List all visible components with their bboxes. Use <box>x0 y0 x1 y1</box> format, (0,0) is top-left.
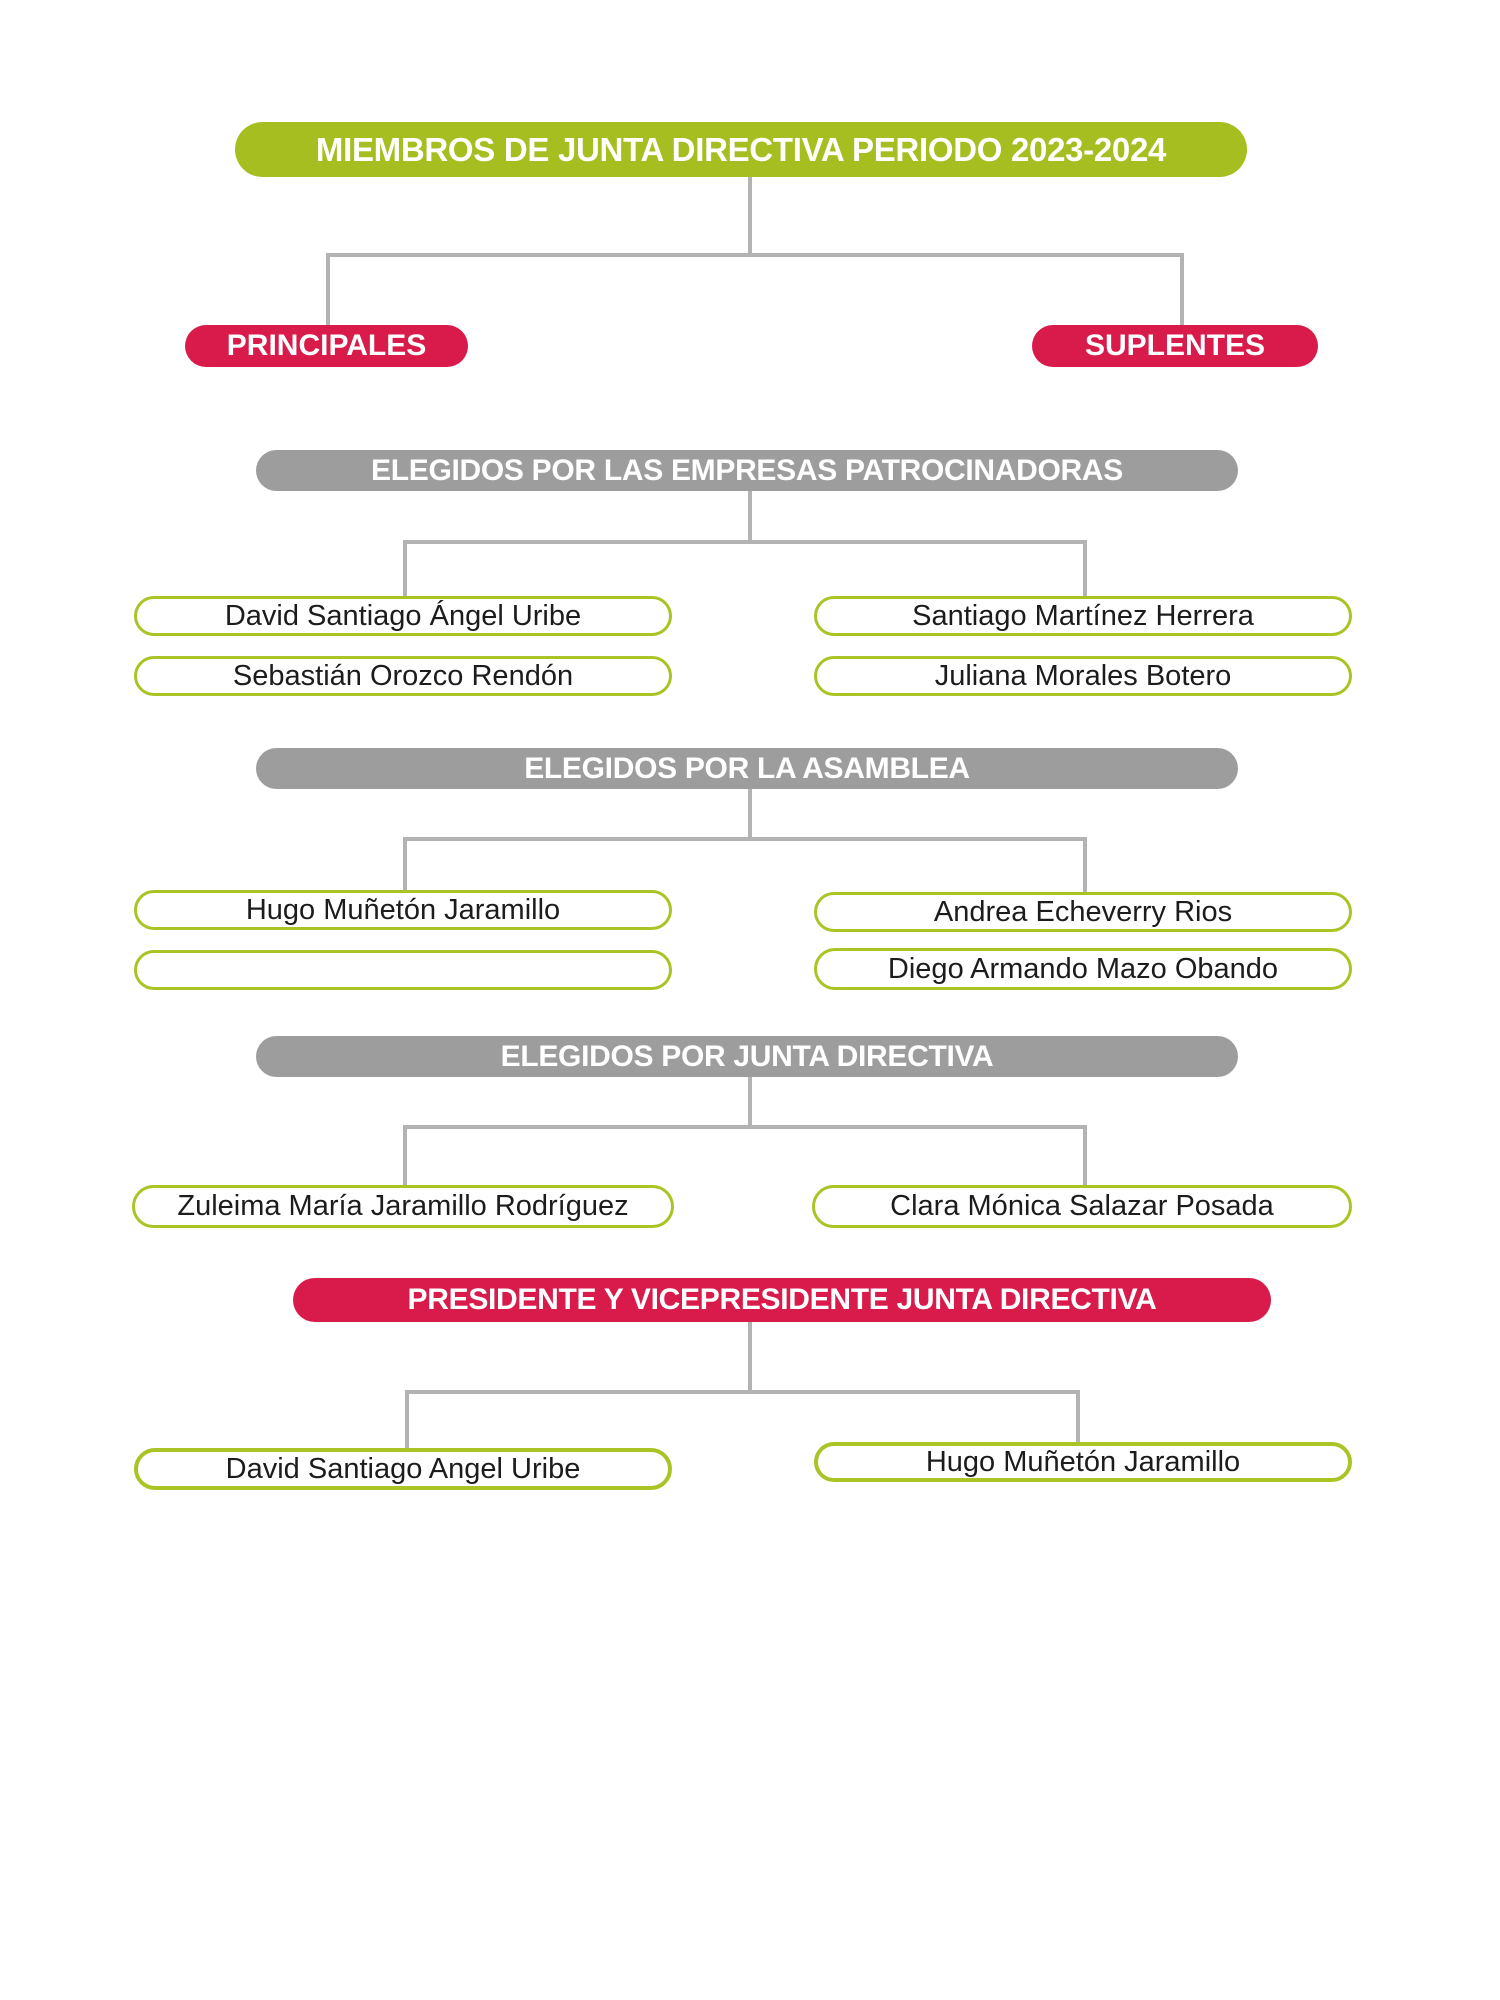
connector-line <box>403 837 407 892</box>
section-header-empresas: ELEGIDOS POR LAS EMPRESAS PATROCINADORAS <box>256 450 1238 491</box>
branch-suplentes: SUPLENTES <box>1032 325 1318 367</box>
connector-line <box>405 1390 1080 1394</box>
member-pill: Clara Mónica Salazar Posada <box>812 1185 1352 1228</box>
connector-line <box>748 491 752 542</box>
connector-line <box>748 789 752 839</box>
connector-line <box>403 540 1087 544</box>
connector-line <box>1180 253 1184 327</box>
connector-line <box>748 177 752 255</box>
connector-line <box>1083 837 1087 892</box>
connector-line <box>326 253 1184 257</box>
connector-line <box>748 1322 752 1392</box>
connector-line <box>403 1125 1087 1129</box>
connector-line <box>1076 1390 1080 1444</box>
connector-line <box>326 253 330 327</box>
section-header-asamblea: ELEGIDOS POR LA ASAMBLEA <box>256 748 1238 789</box>
member-pill: Sebastián Orozco Rendón <box>134 656 672 696</box>
member-pill: Hugo Muñetón Jaramillo <box>814 1442 1352 1482</box>
section-header-junta: ELEGIDOS POR JUNTA DIRECTIVA <box>256 1036 1238 1077</box>
member-pill: David Santiago Angel Uribe <box>134 1448 672 1490</box>
member-pill: Juliana Morales Botero <box>814 656 1352 696</box>
member-pill: Andrea Echeverry Rios <box>814 892 1352 932</box>
section-header-presidente: PRESIDENTE Y VICEPRESIDENTE JUNTA DIRECT… <box>293 1278 1271 1322</box>
connector-line <box>1083 540 1087 598</box>
member-pill: David Santiago Ángel Uribe <box>134 596 672 636</box>
connector-line <box>1083 1125 1087 1187</box>
member-pill-empty <box>134 950 672 990</box>
member-pill: Hugo Muñetón Jaramillo <box>134 890 672 930</box>
chart-title: MIEMBROS DE JUNTA DIRECTIVA PERIODO 2023… <box>235 122 1247 177</box>
connector-line <box>403 1125 407 1187</box>
connector-line <box>403 540 407 598</box>
member-pill: Santiago Martínez Herrera <box>814 596 1352 636</box>
connector-line <box>403 837 1087 841</box>
connector-line <box>748 1077 752 1127</box>
connector-line <box>405 1390 409 1450</box>
branch-principales: PRINCIPALES <box>185 325 468 367</box>
member-pill: Diego Armando Mazo Obando <box>814 948 1352 990</box>
member-pill: Zuleima María Jaramillo Rodríguez <box>132 1185 674 1228</box>
